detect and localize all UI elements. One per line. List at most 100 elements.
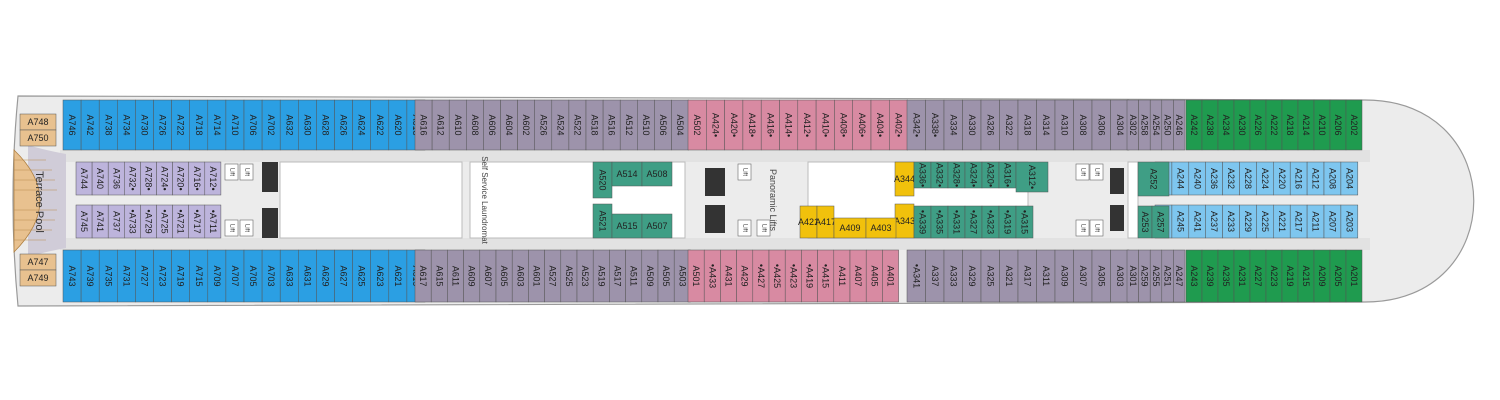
cabin-number: A414•: [784, 113, 794, 137]
cabin-number: •A427: [756, 264, 766, 288]
cabin-number: A745: [79, 211, 89, 232]
cabin-A519: A519: [592, 249, 610, 303]
cabin-number: A730: [139, 114, 149, 135]
cabin-number: A253: [1140, 211, 1150, 232]
cabin-A322: A322: [999, 99, 1019, 151]
cabin-A748: A748: [19, 113, 57, 131]
cabin-box: [1137, 161, 1170, 197]
lift: Lift: [239, 163, 254, 181]
cabin-A740: A740: [91, 161, 109, 196]
cabin-number: A523: [580, 265, 590, 286]
cabin-number: A702: [266, 114, 276, 135]
cabin-number: A525: [564, 265, 574, 286]
cabin-number: A720•: [176, 166, 186, 190]
cabin-number: A238: [1205, 114, 1215, 135]
cabin-number: •A725: [160, 209, 170, 233]
cabin-A516: A516: [602, 99, 621, 151]
cabin-A251: A251: [1161, 249, 1174, 303]
cabin-number: A726: [158, 114, 168, 135]
lift-box: [737, 219, 752, 237]
cabin-number: A727: [139, 265, 149, 286]
lift-label: Lift: [1080, 168, 1086, 176]
cabin-A709: A709: [207, 249, 227, 303]
cabin-A504: A504: [671, 99, 689, 151]
cabin-A214: A214: [1297, 99, 1315, 151]
cabin-A338: A338•: [925, 99, 945, 151]
cabin-number: A605: [499, 265, 509, 286]
cabin-box: [1173, 249, 1186, 303]
cabin-number: A501: [691, 265, 701, 286]
cabin-A523: A523: [576, 249, 594, 303]
cabin-A518: A518: [585, 99, 604, 151]
cabin-A327: •A327: [964, 205, 983, 239]
cabin-A620: A620: [388, 99, 408, 151]
cabin-A515: A515: [611, 213, 643, 239]
cabin-box: [641, 161, 673, 187]
cabin-A419: •A419: [801, 249, 818, 303]
cabin-A418: A418•: [742, 99, 762, 151]
cabin-number: A505: [661, 265, 671, 286]
cabin-A324: A324•: [964, 161, 983, 189]
cabin-number: •A415: [821, 264, 831, 288]
cabin-number: A522: [572, 114, 582, 135]
cabin-number: •A419: [805, 264, 815, 288]
cabin-A730: A730: [135, 99, 154, 151]
cabin-number: A241: [1192, 211, 1202, 232]
cabin-number: A410•: [820, 113, 830, 137]
cabin-A629: A629: [316, 249, 335, 303]
lift-label: Lift: [229, 224, 235, 232]
cabin-A219: A219: [1281, 249, 1299, 303]
cabin-number: A336•: [918, 163, 928, 187]
cabin-number: •A717: [192, 209, 202, 233]
cabin-number: A206: [1333, 114, 1343, 135]
cabin-A207: A207: [1323, 204, 1342, 239]
cabin-number: A742: [85, 114, 95, 135]
cabin-number: A318: [1022, 114, 1032, 135]
cabin-number: A718: [194, 114, 204, 135]
cabin-number: A416•: [765, 113, 775, 137]
cabin-A227: A227: [1249, 249, 1267, 303]
cabin-number: A229: [1243, 211, 1253, 232]
cabin-A520: A520: [592, 161, 613, 199]
cabin-A259: A259: [1138, 249, 1151, 303]
cabin-A416: A416•: [760, 99, 780, 151]
cabin-number: A631: [302, 265, 312, 286]
cabin-number: A243: [1189, 265, 1199, 286]
cabin-A239: A239: [1201, 249, 1219, 303]
cabin-number: A224: [1260, 168, 1270, 189]
cabin-A303: A303: [1110, 249, 1130, 303]
cabin-box: [1340, 161, 1359, 196]
cabin-A424: A424•: [706, 99, 725, 151]
cabin-number: A506: [658, 114, 668, 135]
cabin-number: A744: [79, 168, 89, 189]
cabin-A314: A314: [1036, 99, 1056, 151]
cabin-number: •A433: [707, 264, 717, 288]
cabin-A325: A325: [980, 249, 1000, 303]
cabin-A414: A414•: [779, 99, 799, 151]
cabin-A230: A230: [1233, 99, 1251, 151]
cabin-A603: A603: [511, 249, 529, 303]
cabin-A234: A234: [1217, 99, 1235, 151]
cabin-number: A403: [870, 223, 891, 233]
cabin-number: A314: [1041, 114, 1051, 135]
cabin-A224: A224: [1256, 161, 1274, 196]
cabin-number: A242: [1189, 114, 1199, 135]
cabin-A607: A607: [479, 249, 497, 303]
cabin-A321: A321: [999, 249, 1019, 303]
lift: Lift: [224, 163, 239, 181]
cabin-number: A231: [1237, 265, 1247, 286]
cabin-A421: A421: [798, 205, 819, 239]
interior-area-1: [279, 161, 463, 239]
cabin-number: A301: [1128, 265, 1138, 286]
cabin-number: A722: [176, 114, 186, 135]
cabin-number: A709: [212, 265, 222, 286]
cabin-A710: A710: [225, 99, 245, 151]
cabin-number: A750: [27, 133, 48, 143]
cabin-A433: •A433: [703, 249, 721, 303]
cabin-A330: A330: [962, 99, 982, 151]
cabin-number: A255: [1151, 265, 1161, 286]
cabin-A410: A410•: [815, 99, 835, 151]
cabin-A209: A209: [1313, 249, 1331, 303]
cabin-number: A311: [1041, 266, 1051, 286]
cabin-A510: A510: [637, 99, 655, 151]
